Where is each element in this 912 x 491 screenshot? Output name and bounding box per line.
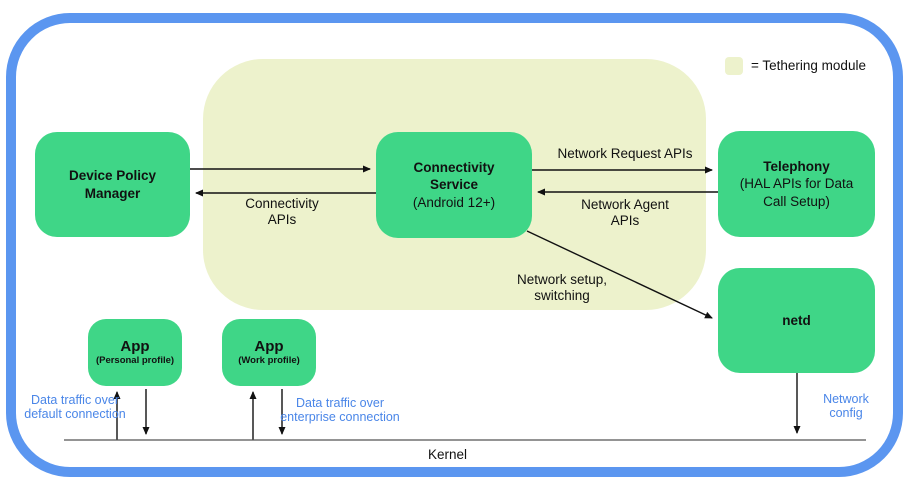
node-netd: netd [718, 268, 875, 373]
node-title: Connectivity Service [413, 159, 495, 193]
outer-frame-border [6, 13, 903, 477]
node-connectivity-service: Connectivity Service (Android 12+) [376, 132, 532, 238]
label-data-traffic-default: Data traffic over default connection [24, 393, 126, 422]
node-subtitle: (Personal profile) [95, 355, 175, 367]
label-connectivity-apis: Connectivity APIs [245, 196, 319, 228]
node-title: App [120, 338, 150, 356]
node-telephony: Telephony (HAL APIs for Data Call Setup) [718, 131, 875, 237]
node-subtitle: (Android 12+) [412, 194, 496, 210]
node-device-policy-manager: Device Policy Manager [35, 132, 190, 237]
label-network-setup-switching: Network setup, switching [516, 272, 608, 304]
label-network-request-apis: Network Request APIs [557, 146, 693, 161]
tethering-swatch-icon [725, 57, 743, 75]
node-subtitle: (HAL APIs for Data Call Setup) [739, 176, 854, 209]
legend-label: = Tethering module [751, 58, 866, 73]
node-app-personal-profile: App (Personal profile) [88, 319, 182, 386]
legend: = Tethering module [725, 57, 866, 75]
node-title: Device Policy Manager [68, 167, 157, 201]
node-app-work-profile: App (Work profile) [222, 319, 316, 386]
node-title: Telephony [763, 158, 830, 174]
node-title: netd [782, 312, 811, 328]
node-subtitle: (Work profile) [238, 355, 300, 367]
label-data-traffic-enterprise: Data traffic over enterprise connection [280, 396, 400, 425]
label-network-agent-apis: Network Agent APIs [581, 197, 669, 229]
node-title: App [254, 338, 284, 356]
label-kernel: Kernel [428, 447, 468, 462]
label-network-config: Network config [823, 392, 869, 421]
